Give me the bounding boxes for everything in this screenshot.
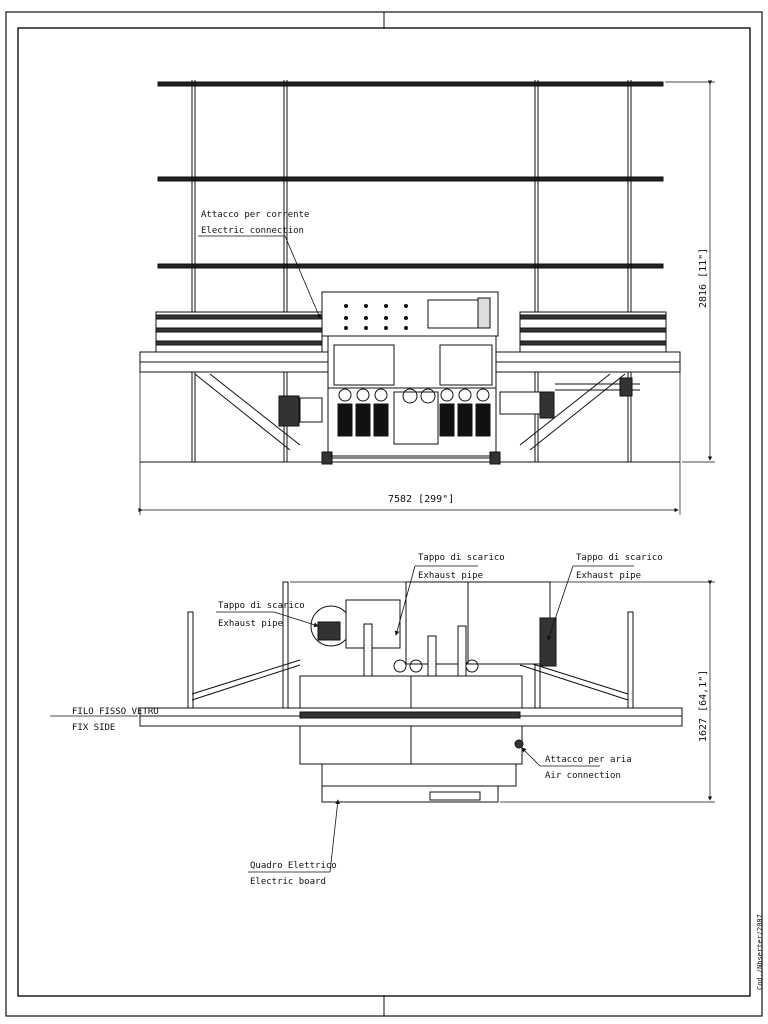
label-exhaust-left-it: Tappo di scarico [218, 601, 305, 611]
dimension-height-top-text: 2816 [11"] [698, 248, 709, 308]
margin-note: Cod./Nbserter/2007 [756, 914, 764, 990]
dimension-height-side [290, 580, 715, 803]
label-electric-connection-it: Attacco per corrente [201, 210, 309, 220]
motor-right [539, 391, 555, 419]
gearbox-right [499, 391, 541, 415]
label-electric-board-it: Quadro Elettrico [250, 861, 337, 871]
gearbox-left [299, 397, 323, 423]
label-air-connection-en: Air connection [545, 771, 621, 781]
machine-feet [321, 451, 501, 465]
top-view [138, 80, 715, 515]
dimension-length-text: 7582 [299"] [388, 494, 454, 505]
diagonal-braces [194, 373, 626, 451]
label-electric-connection-en: Electric connection [201, 226, 304, 236]
outer-frame [5, 11, 763, 1017]
label-air-connection-it: Attacco per aria [545, 755, 632, 765]
dimension-height-top [665, 80, 715, 463]
label-exhaust-left-en: Exhaust pipe [218, 619, 283, 629]
electric-board [321, 763, 517, 787]
label-exhaust-center-it: Tappo di scarico [418, 553, 505, 563]
side-view [50, 565, 715, 873]
dimension-length [138, 372, 681, 515]
support-posts [191, 80, 632, 462]
support-rails [157, 81, 664, 269]
machine-head [321, 291, 499, 459]
dimension-height-side-text: 1627 [64,1"] [698, 670, 709, 742]
label-exhaust-right-en: Exhaust pipe [576, 571, 641, 581]
label-electric-board-en: Electric board [250, 877, 326, 887]
conveyor-right [519, 311, 667, 355]
label-fix-side-it: FILO FISSO VETRO [72, 707, 159, 717]
label-fix-side-en: FIX SIDE [72, 723, 115, 733]
inner-frame [17, 27, 751, 997]
grinding-units [337, 388, 491, 437]
conveyor-left [155, 311, 323, 355]
label-exhaust-center-en: Exhaust pipe [418, 571, 483, 581]
label-exhaust-right-it: Tappo di scarico [576, 553, 663, 563]
motor-left [278, 395, 300, 427]
